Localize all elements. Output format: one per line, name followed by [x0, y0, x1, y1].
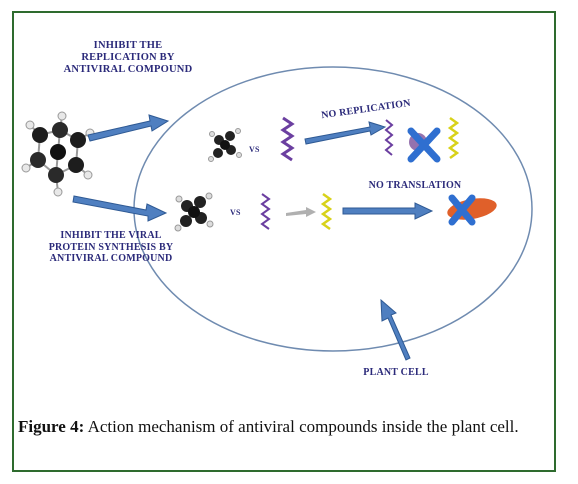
label-inhibit-replication: INHIBIT THE REPLICATION BY ANTIVIRAL COM…: [63, 40, 193, 76]
arrow-no-translation: [342, 202, 434, 220]
arrow-no-replication: [304, 121, 387, 145]
caption-label: Figure 4:: [18, 417, 85, 436]
viral-rna-strand-1: [280, 116, 295, 162]
label-plant-cell: PLANT CELL: [363, 367, 429, 378]
label-inhibit-synthesis: INHIBIT THE VIRAL PROTEIN SYNTHESIS BY A…: [48, 230, 174, 264]
block-x-1: [407, 127, 441, 163]
figure-frame: [12, 11, 556, 472]
complementary-rna-strand: [320, 192, 333, 231]
caption-text: Action mechanism of antiviral compounds …: [84, 417, 519, 436]
arrow-strand-conversion: [286, 207, 316, 217]
label-vs-2: VS: [230, 208, 241, 217]
replicated-rna-strand: [447, 116, 460, 160]
label-vs-1: VS: [249, 145, 260, 154]
viral-rna-strand-2: [384, 119, 394, 156]
antiviral-molecule-small-bottom: [174, 192, 214, 232]
block-x-2: [448, 194, 476, 226]
viral-rna-strand-3: [260, 193, 271, 230]
arrow-plant-cell: [380, 298, 411, 361]
antiviral-molecule-small-top: [208, 128, 242, 162]
arrow-to-synthesis: [72, 195, 168, 222]
antiviral-molecule-large: [21, 111, 95, 197]
arrow-to-replication: [87, 114, 170, 142]
label-no-translation: NO TRANSLATION: [368, 180, 462, 191]
figure-caption: Figure 4: Action mechanism of antiviral …: [18, 416, 548, 438]
